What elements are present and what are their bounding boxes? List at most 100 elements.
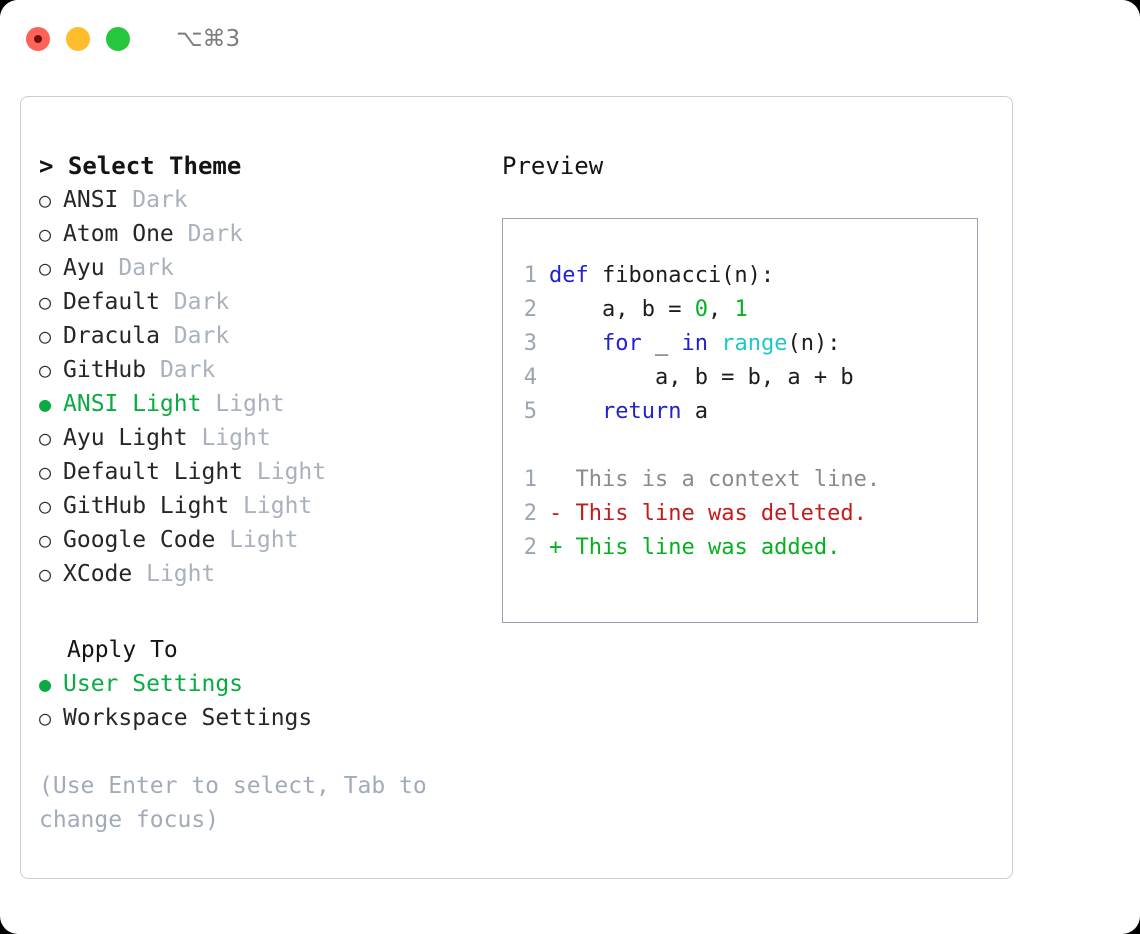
apply-option-workspace-settings[interactable]: ○ Workspace Settings: [39, 701, 499, 735]
theme-option-gap: [146, 353, 160, 387]
radio-empty-icon: ○: [39, 706, 52, 730]
theme-option-gap: [118, 183, 132, 217]
theme-option-xcode[interactable]: ○ XCode Light: [39, 557, 499, 591]
diff-line-number: 2: [523, 501, 537, 526]
apply-option-name: Workspace Settings: [63, 705, 313, 731]
theme-option-category: Dark: [187, 221, 244, 247]
radio-empty-icon: ○: [39, 358, 52, 382]
code-token-pl: [708, 331, 721, 356]
code-line-number: 3: [523, 331, 537, 356]
preview-heading: Preview: [502, 152, 604, 180]
theme-option-name: Atom One: [63, 221, 174, 247]
theme-selector-column: > Select Theme ○ANSI Dark○Atom One Dark○…: [39, 149, 499, 837]
theme-option-category: Light: [256, 459, 327, 485]
code-line-number: 2: [523, 297, 537, 322]
theme-option-category: Light: [229, 527, 299, 553]
code-token-pl: a: [681, 399, 708, 424]
code-diff-spacer: [503, 429, 977, 463]
theme-option-github-light[interactable]: ○ GitHub Light Light: [39, 489, 499, 523]
code-token-pl: _: [641, 331, 682, 356]
apply-to-list: ● User Settings ○ Workspace Settings: [39, 667, 499, 735]
diff-text: This line was deleted.: [575, 501, 867, 526]
theme-option-category: Dark: [118, 255, 174, 281]
code-token-num: 0: [694, 297, 708, 322]
theme-option-name: GitHub: [63, 357, 147, 383]
close-dot-icon: [34, 35, 42, 43]
radio-empty-icon: ○: [39, 324, 52, 348]
code-token-kw: def: [549, 263, 602, 288]
theme-option-gap: [105, 251, 119, 285]
code-token-pl: [549, 331, 602, 356]
minimize-button-icon[interactable]: [66, 27, 90, 51]
maximize-button-icon[interactable]: [106, 27, 130, 51]
code-token-kw: for: [601, 331, 642, 356]
code-token-pl: a, b = b, a + b: [549, 365, 854, 390]
theme-option-name: ANSI Light: [63, 391, 202, 417]
radio-selected-icon: ●: [39, 392, 52, 416]
select-theme-header: > Select Theme: [39, 152, 242, 180]
theme-option-gap: [160, 319, 174, 353]
code-token-fn: range: [721, 331, 788, 356]
theme-option-github[interactable]: ○ GitHub Dark: [39, 353, 499, 387]
code-line-text: return a: [549, 395, 708, 429]
theme-option-gap: [215, 523, 229, 557]
theme-list: ○ANSI Dark○Atom One Dark○Ayu Dark○Defaul…: [39, 183, 499, 591]
theme-option-name: GitHub Light: [63, 493, 230, 519]
theme-option-default-light[interactable]: ○Default Light Light: [39, 455, 499, 489]
diff-line-del: 2- This line was deleted.: [503, 497, 977, 531]
code-token-num: 1: [734, 297, 748, 322]
code-line: 2 a, b = 0, 1: [503, 293, 977, 327]
radio-empty-icon: ○: [39, 562, 52, 586]
main-panel: > Select Theme ○ANSI Dark○Atom One Dark○…: [20, 96, 1013, 879]
theme-option-category: Dark: [159, 357, 216, 383]
theme-option-category: Dark: [173, 323, 230, 349]
theme-option-category: Light: [201, 425, 271, 451]
theme-option-category: Light: [146, 561, 216, 587]
radio-selected-icon: ●: [39, 672, 52, 696]
theme-option-ansi-light[interactable]: ● ANSI Light Light: [39, 387, 499, 421]
section-spacer: [39, 591, 499, 633]
diff-marker: [549, 463, 576, 497]
theme-option-category: Light: [243, 493, 313, 519]
theme-option-gap: [201, 387, 215, 421]
theme-option-category: Dark: [173, 289, 230, 315]
theme-option-default[interactable]: ○ Default Dark: [39, 285, 499, 319]
theme-option-name: Default: [63, 289, 160, 315]
theme-option-ayu-light[interactable]: ○Ayu Light Light: [39, 421, 499, 455]
code-token-pl: ,: [707, 297, 735, 322]
code-line-number: 1: [523, 263, 537, 288]
theme-option-ayu[interactable]: ○Ayu Dark: [39, 251, 499, 285]
theme-option-ansi[interactable]: ○ANSI Dark: [39, 183, 499, 217]
theme-option-name: Google Code: [63, 527, 216, 553]
theme-option-gap: [174, 217, 188, 251]
theme-option-google-code[interactable]: ○Google Code Light: [39, 523, 499, 557]
code-line-number: 4: [523, 365, 537, 390]
diff-line-ctx: 1 This is a context line.: [503, 463, 977, 497]
apply-option-name: User Settings: [63, 671, 244, 697]
diff-text: This line was added.: [575, 535, 841, 560]
code-line-text: a, b = 0, 1: [549, 293, 748, 327]
apply-option-user-settings[interactable]: ● User Settings: [39, 667, 499, 701]
theme-option-name: ANSI: [63, 187, 119, 213]
theme-option-name: Dracula: [63, 323, 160, 349]
code-line: 4 a, b = b, a + b: [503, 361, 977, 395]
code-line-text: a, b = b, a + b: [549, 361, 854, 395]
theme-option-category: Light: [215, 391, 285, 417]
theme-option-dracula[interactable]: ○ Dracula Dark: [39, 319, 499, 353]
close-button-icon[interactable]: [26, 27, 50, 51]
diff-line-number: 2: [523, 535, 537, 560]
code-line: 3 for _ in range(n):: [503, 327, 977, 361]
code-token-pl: a, b =: [549, 297, 695, 322]
theme-option-gap: [132, 557, 146, 591]
radio-empty-icon: ○: [39, 256, 52, 280]
theme-option-atom-one[interactable]: ○Atom One Dark: [39, 217, 499, 251]
radio-empty-icon: ○: [39, 494, 52, 518]
code-token-pl: [549, 399, 602, 424]
theme-option-name: XCode: [63, 561, 133, 587]
radio-empty-icon: ○: [39, 290, 52, 314]
theme-option-category: Dark: [132, 187, 188, 213]
